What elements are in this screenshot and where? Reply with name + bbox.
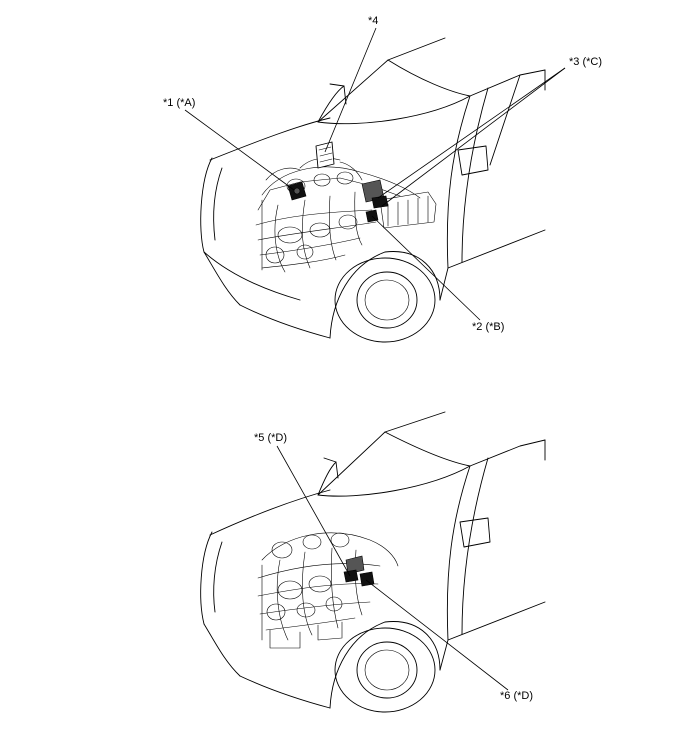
top-vehicle-view: *1 (*A) *2 (*B) *3 (*C) *4 bbox=[163, 15, 602, 343]
component-1-marker bbox=[287, 181, 307, 201]
bottom-engine bbox=[257, 532, 399, 649]
leader-3b bbox=[381, 67, 566, 207]
top-engine bbox=[255, 157, 437, 273]
callout-1: *1 (*A) bbox=[163, 97, 195, 109]
callout-5: *5 (*D) bbox=[254, 432, 287, 444]
leader-1 bbox=[184, 109, 295, 191]
callout-2: *2 (*B) bbox=[472, 321, 504, 333]
component-5-marker bbox=[343, 569, 359, 583]
component-3-marker bbox=[361, 179, 389, 209]
bottom-vehicle-view: *5 (*D) *6 (*D) bbox=[200, 411, 546, 713]
leader-5 bbox=[276, 445, 351, 577]
leader-2 bbox=[371, 215, 481, 321]
callout-3: *3 (*C) bbox=[569, 56, 602, 68]
leader-4 bbox=[324, 27, 377, 153]
component-4-marker bbox=[315, 141, 335, 169]
component-6-marker bbox=[359, 571, 375, 587]
callout-4: *4 bbox=[368, 15, 378, 27]
leader-6 bbox=[365, 579, 509, 691]
callout-6: *6 (*D) bbox=[500, 690, 533, 702]
leader-3 bbox=[377, 67, 566, 199]
